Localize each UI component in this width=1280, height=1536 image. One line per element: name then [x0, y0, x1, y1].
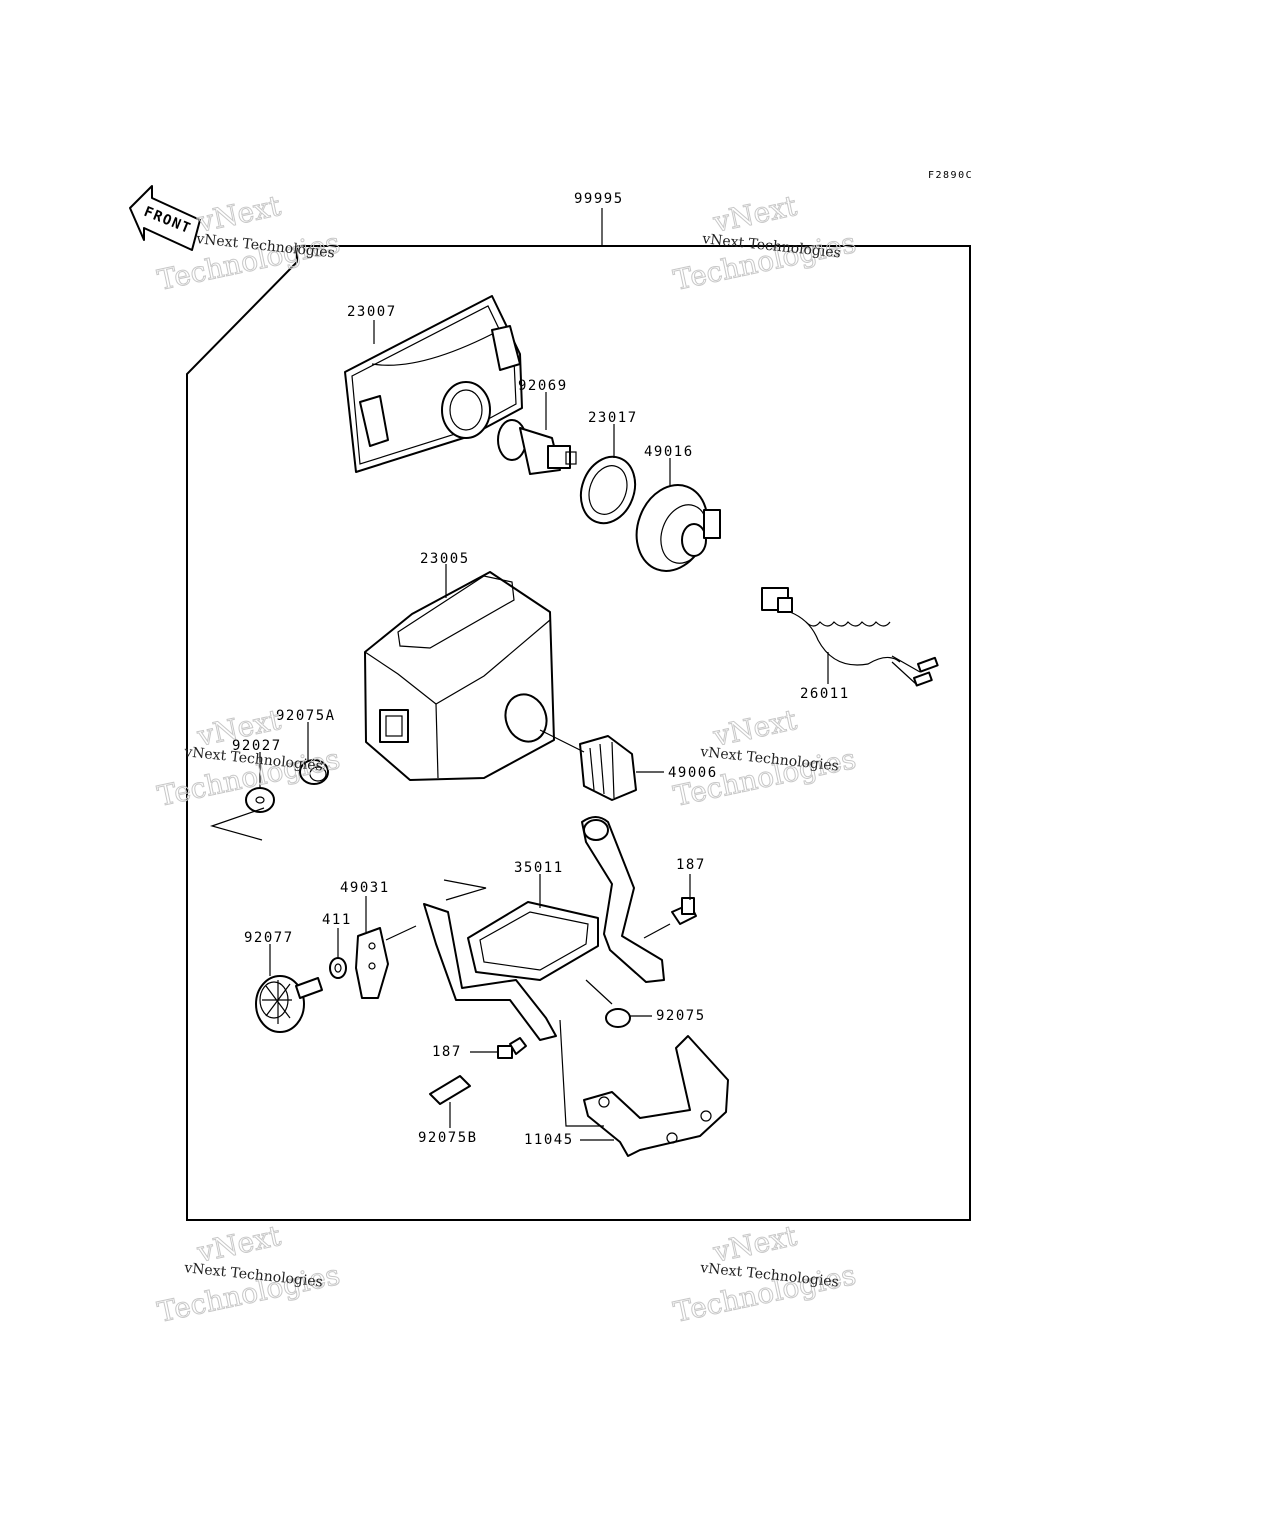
- bulb-92069: [497, 419, 577, 475]
- washer-92027: [245, 787, 275, 813]
- knob-92077: [255, 975, 323, 1033]
- part-label-92075a: 92075A: [276, 708, 336, 724]
- part-label-49016: 49016: [644, 444, 694, 460]
- washer-411: [329, 957, 347, 979]
- watermark-mid-right: vNext Technologies vNext Technologies: [670, 702, 859, 813]
- headlight-lens-23007: [344, 295, 523, 473]
- boot-49006: [539, 729, 637, 801]
- plate-49031: [355, 927, 389, 999]
- watermark-bottom-left: vNext Technologies vNext Technologies: [154, 1218, 343, 1329]
- retaining-ring-23017: [579, 455, 637, 525]
- part-label-92077: 92077: [244, 930, 294, 946]
- front-arrow-icon: FRONT: [129, 185, 201, 251]
- clip-92075b: [429, 1075, 471, 1105]
- bracket-11045: [583, 1035, 729, 1157]
- bolt-187-left: [497, 1037, 527, 1059]
- part-label-187-right: 187: [676, 857, 706, 873]
- watermark-top-right: vNext Technologies vNext Technologies: [670, 188, 859, 297]
- svg-text:vNext: vNext: [710, 189, 801, 239]
- part-label-99995: 99995: [574, 191, 624, 207]
- part-label-23017: 23017: [588, 410, 638, 426]
- part-label-187-left: 187: [432, 1044, 462, 1060]
- bolt-187-right: [671, 897, 697, 925]
- grommet-92075a: [299, 759, 329, 785]
- dust-cover-49016: [635, 484, 721, 572]
- part-label-26011: 26011: [800, 686, 850, 702]
- diagram-code: F2890C: [928, 170, 973, 181]
- part-label-49006: 49006: [668, 765, 718, 781]
- part-label-92027: 92027: [232, 738, 282, 754]
- part-label-411: 411: [322, 912, 352, 928]
- part-label-92069: 92069: [518, 378, 568, 394]
- watermark-bottom-right: vNext Technologies vNext Technologies: [670, 1218, 859, 1329]
- part-label-35011: 35011: [514, 860, 564, 876]
- headlight-housing-23005: [364, 571, 555, 781]
- bracket-35011: [423, 816, 665, 1041]
- wire-harness-26011: [761, 587, 939, 687]
- part-label-23007: 23007: [347, 304, 397, 320]
- grommet-92075: [605, 1008, 631, 1028]
- part-label-92075b: 92075B: [418, 1130, 478, 1146]
- part-label-49031: 49031: [340, 880, 390, 896]
- part-label-23005: 23005: [420, 551, 470, 567]
- part-label-92075: 92075: [656, 1008, 706, 1024]
- kit-frame: [186, 208, 971, 1221]
- part-label-11045: 11045: [524, 1132, 574, 1148]
